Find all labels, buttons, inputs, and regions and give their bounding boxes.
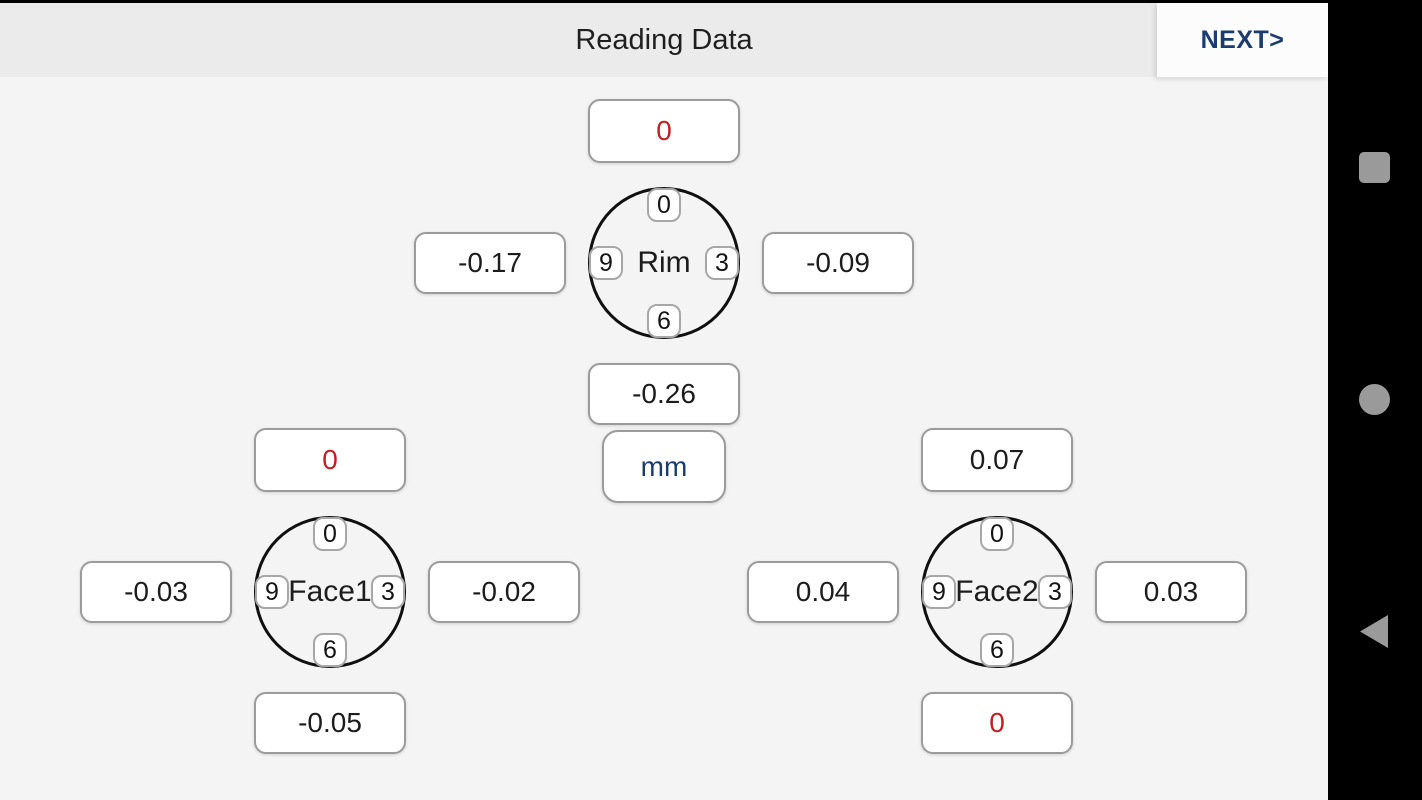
face2-clock-3-badge: 3 bbox=[1038, 575, 1072, 609]
face2-clock-6-badge: 6 bbox=[980, 633, 1014, 667]
app-bar: Reading Data NEXT> bbox=[0, 3, 1328, 77]
rim-clock-6-badge: 6 bbox=[647, 304, 681, 338]
android-nav-bar bbox=[1328, 0, 1422, 800]
rim-dial-label: Rim bbox=[637, 246, 691, 279]
rim-left-input[interactable]: -0.17 bbox=[414, 232, 566, 294]
rim-right-input[interactable]: -0.09 bbox=[762, 232, 914, 294]
face2-clock-9-badge: 9 bbox=[922, 575, 956, 609]
recents-square-icon bbox=[1359, 152, 1390, 183]
app-content: Reading Data NEXT> 0 -0.17 -0.09 -0.26 R… bbox=[0, 3, 1328, 800]
home-circle-icon bbox=[1359, 384, 1390, 415]
face1-clock-3-badge: 3 bbox=[371, 575, 405, 609]
rim-clock-9-badge: 9 bbox=[589, 246, 623, 280]
rim-top-input[interactable]: 0 bbox=[588, 99, 740, 163]
dial-face2: 0.07 0.04 0.03 0 Face2 0 3 6 9 bbox=[747, 428, 1247, 754]
page-title: Reading Data bbox=[575, 24, 753, 56]
unit-mm-button[interactable]: mm bbox=[602, 430, 726, 503]
recents-button[interactable] bbox=[1328, 136, 1422, 200]
face1-dial-label: Face1 bbox=[288, 575, 372, 608]
back-button[interactable] bbox=[1328, 600, 1422, 664]
face1-left-input[interactable]: -0.03 bbox=[80, 561, 232, 623]
face1-clock-6-badge: 6 bbox=[313, 633, 347, 667]
status-bar bbox=[0, 0, 1422, 3]
face2-left-input[interactable]: 0.04 bbox=[747, 561, 899, 623]
face2-bottom-input[interactable]: 0 bbox=[921, 692, 1073, 754]
face1-clock-9-badge: 9 bbox=[255, 575, 289, 609]
face1-bottom-input[interactable]: -0.05 bbox=[254, 692, 406, 754]
next-button[interactable]: NEXT> bbox=[1157, 3, 1328, 77]
rim-bottom-input[interactable]: -0.26 bbox=[588, 363, 740, 425]
face2-top-input[interactable]: 0.07 bbox=[921, 428, 1073, 492]
face1-top-input[interactable]: 0 bbox=[254, 428, 406, 492]
dial-face1: 0 -0.03 -0.02 -0.05 Face1 0 3 6 9 bbox=[80, 428, 580, 754]
face1-right-input[interactable]: -0.02 bbox=[428, 561, 580, 623]
back-triangle-icon bbox=[1360, 615, 1388, 648]
face2-right-input[interactable]: 0.03 bbox=[1095, 561, 1247, 623]
rim-clock-0-badge: 0 bbox=[647, 188, 681, 222]
face2-dial-label: Face2 bbox=[955, 575, 1039, 608]
home-button[interactable] bbox=[1328, 368, 1422, 432]
face1-clock-0-badge: 0 bbox=[313, 517, 347, 551]
reading-canvas: 0 -0.17 -0.09 -0.26 Rim 0 3 6 9 mm 0 -0.… bbox=[0, 77, 1328, 800]
rim-clock-3-badge: 3 bbox=[705, 246, 739, 280]
dial-rim: 0 -0.17 -0.09 -0.26 Rim 0 3 6 9 bbox=[414, 99, 914, 425]
face2-clock-0-badge: 0 bbox=[980, 517, 1014, 551]
